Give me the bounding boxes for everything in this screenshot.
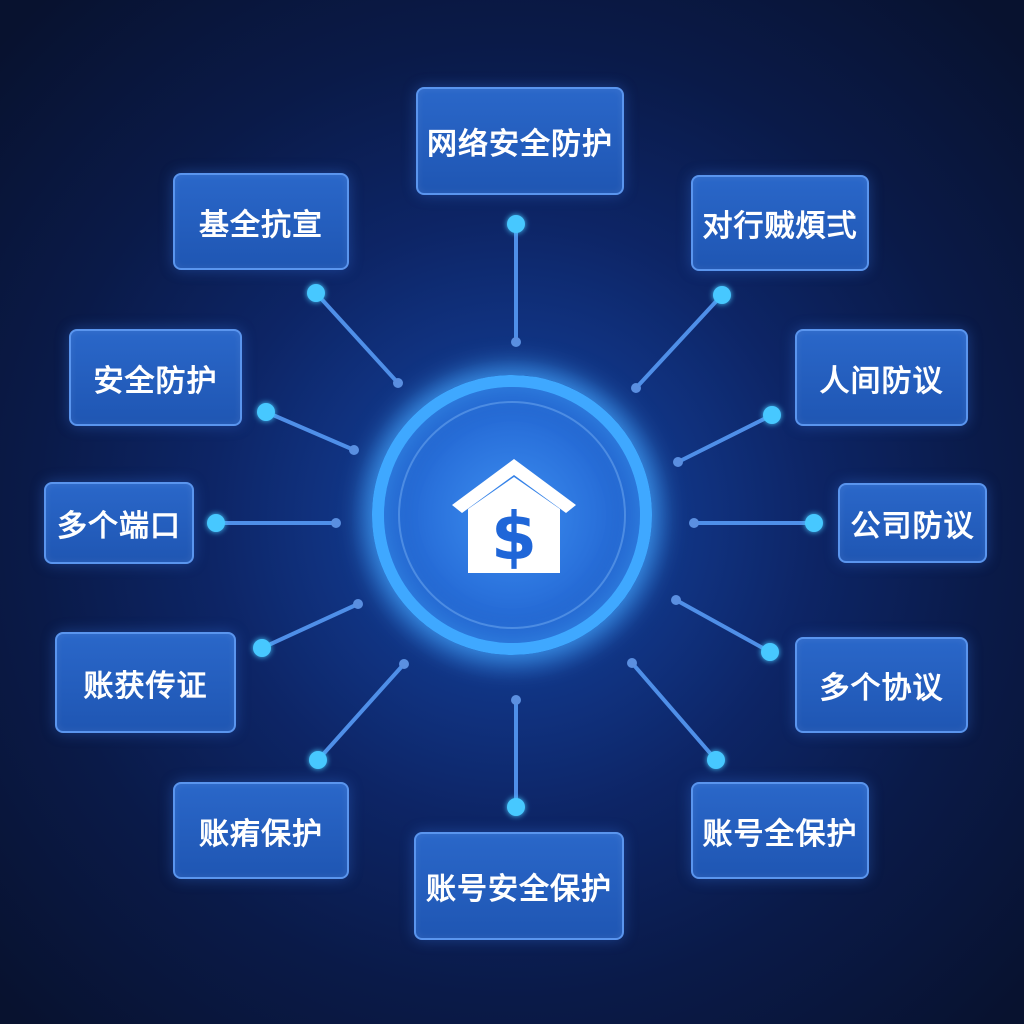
connector-line: [264, 410, 356, 452]
connector-dot: [307, 284, 325, 302]
node-label: 网络安全防护: [427, 127, 613, 162]
node-left-1[interactable]: 安全防护: [69, 329, 242, 426]
connector-hub-dot: [349, 445, 359, 455]
connector-hub-dot: [511, 695, 521, 705]
connector-line: [634, 293, 724, 390]
connector-hub-dot: [673, 457, 683, 467]
connector-hub-dot: [331, 518, 341, 528]
connector-line: [676, 413, 774, 464]
connector-dot: [713, 286, 731, 304]
connector-dot: [763, 406, 781, 424]
connector-hub-dot: [627, 658, 637, 668]
node-network-security[interactable]: 网络安全防护: [416, 87, 624, 195]
connector-line: [316, 662, 406, 762]
dollar-symbol: $: [491, 498, 537, 575]
node-top-right[interactable]: 对行贼煩弍: [691, 175, 869, 271]
connector-hub-dot: [631, 383, 641, 393]
connector-hub-dot: [511, 337, 521, 347]
node-right-2[interactable]: 公司防议: [838, 483, 987, 563]
node-right-1[interactable]: 人间防议: [795, 329, 968, 426]
node-label: 账获传证: [83, 668, 208, 704]
node-label: 安全防护: [93, 363, 218, 399]
node-left-2[interactable]: 多个端口: [44, 482, 194, 564]
connector-dot: [507, 798, 525, 816]
hub-inner-ring: [398, 401, 626, 629]
house-dollar-icon: $: [452, 459, 576, 575]
connector-dot: [253, 639, 271, 657]
node-label: 账痏保护: [199, 816, 323, 852]
connector-line: [674, 598, 772, 654]
connector-hub-dot: [393, 378, 403, 388]
connector-dot: [257, 403, 275, 421]
connector-hub-dot: [671, 595, 681, 605]
connector-dot: [507, 215, 525, 233]
node-bottom-right[interactable]: 账号全保护: [691, 782, 869, 879]
node-label: 对行贼煩弍: [702, 209, 858, 244]
node-top-left[interactable]: 基全抗宣: [173, 173, 349, 270]
node-label: 账号安全保护: [426, 872, 612, 907]
node-right-3[interactable]: 多个协议: [795, 637, 968, 733]
node-label: 人间防议: [819, 363, 944, 399]
node-label: 公司防议: [850, 509, 975, 544]
node-label: 多个端口: [57, 509, 181, 544]
node-label: 账号全保护: [702, 816, 858, 852]
node-label: 多个协议: [819, 671, 944, 706]
node-account-security[interactable]: 账号安全保护: [414, 832, 624, 940]
connector-line: [260, 602, 360, 650]
connector-dot: [207, 514, 225, 532]
connector-line: [314, 291, 400, 385]
connector-dot: [309, 751, 327, 769]
connector-dot: [707, 751, 725, 769]
node-label: 基全抗宣: [199, 207, 323, 243]
connector-hub-dot: [399, 659, 409, 669]
connector-hub-dot: [689, 518, 699, 528]
connector-hub-dot: [353, 599, 363, 609]
connector-dot: [761, 643, 779, 661]
connector-dot: [805, 514, 823, 532]
node-left-3[interactable]: 账获传证: [55, 632, 236, 733]
node-bottom-left[interactable]: 账痏保护: [173, 782, 349, 879]
connector-line: [630, 661, 718, 762]
